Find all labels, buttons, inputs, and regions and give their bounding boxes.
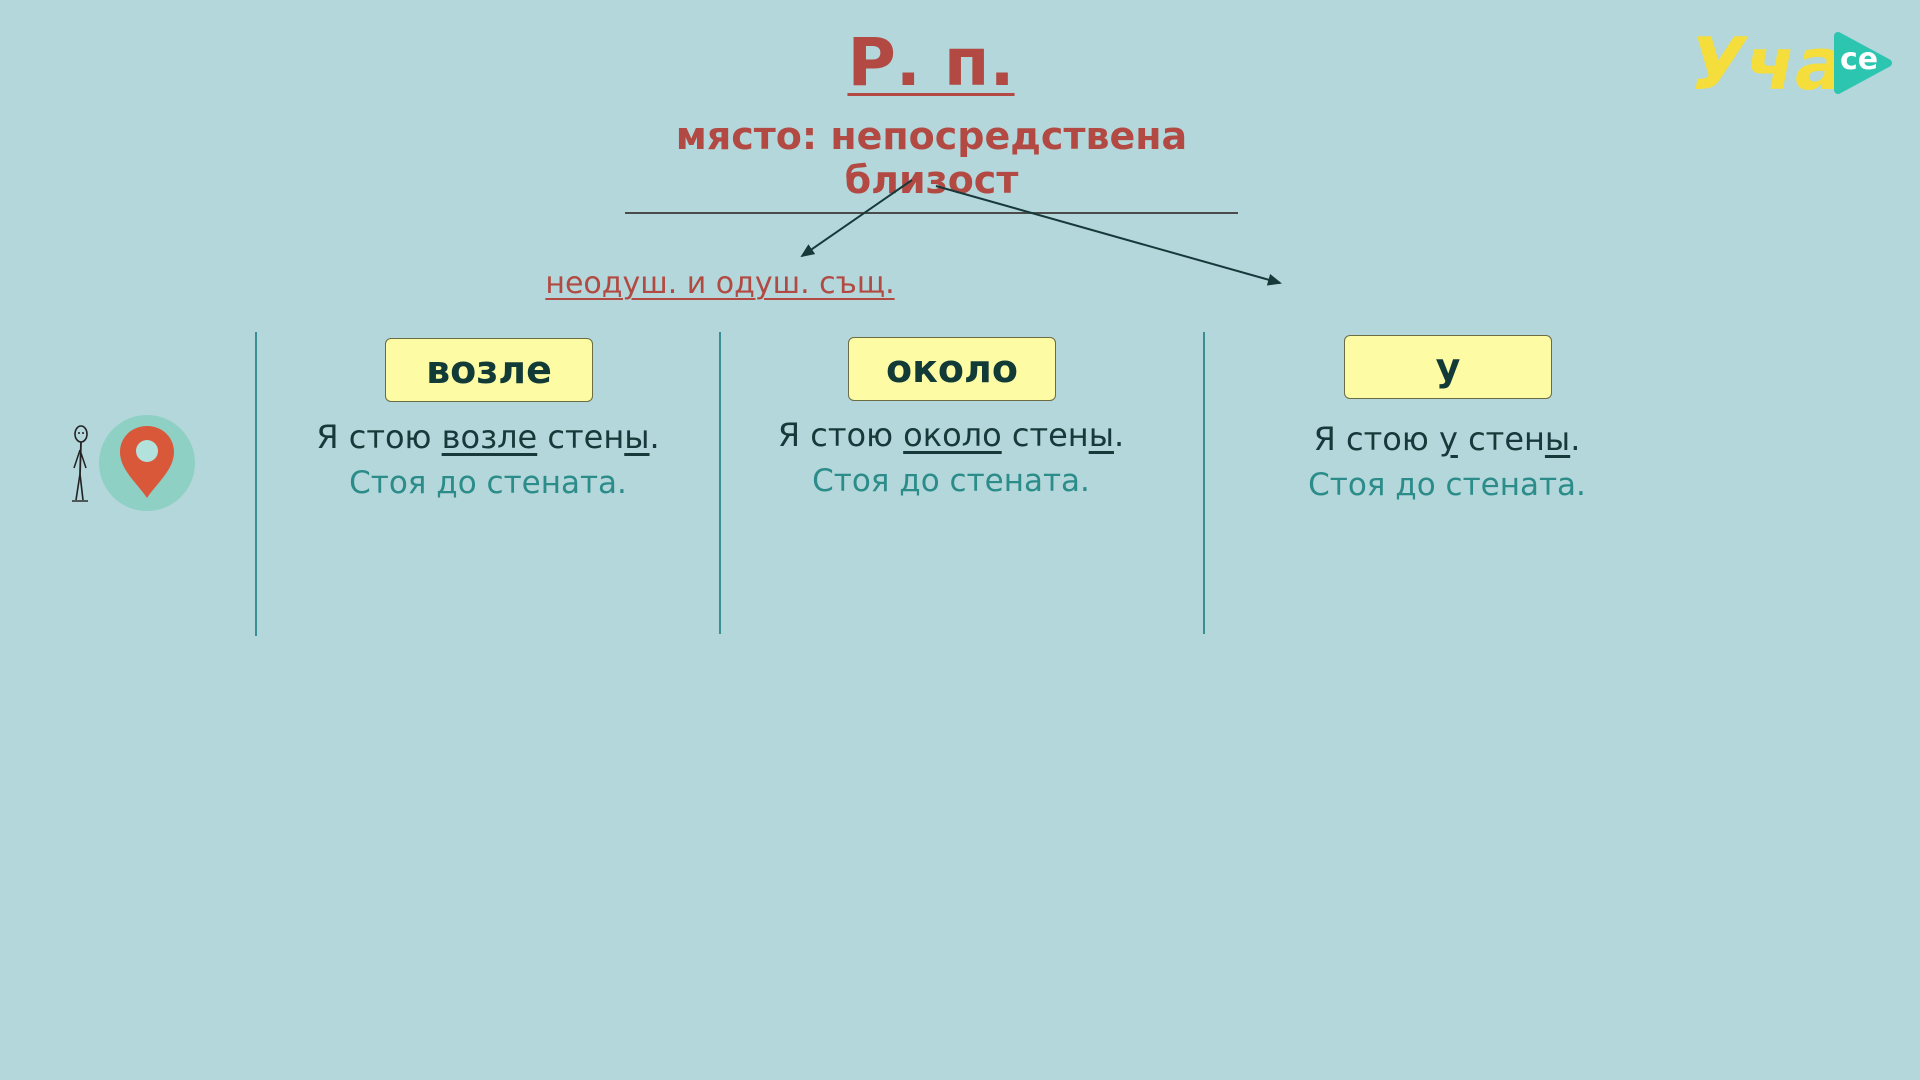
sentence-noun: стен [537,418,625,456]
column-divider [1203,332,1205,634]
preposition: у [1438,420,1458,458]
sentence-end: . [649,418,660,456]
sentence-start: Я стою [316,418,442,456]
example-sentence: Я стою у стены. [1217,420,1677,458]
sentence-start: Я стою [1313,420,1439,458]
branch-label: неодуш. и одуш. същ. [545,266,895,301]
noun-ending: ы [1088,416,1114,454]
brand-logo: Уча се [1690,22,1892,106]
sentence-noun: стен [1001,416,1089,454]
translation: Стоя до стената. [349,465,627,501]
translation: Стоя до стената. [1308,467,1586,503]
page-subtitle: място: непосредствена близост [625,114,1238,214]
play-badge-icon [1834,32,1892,94]
sentence-noun: стен [1457,420,1545,458]
word-box-okolo: около [848,337,1056,401]
noun-ending: ы [1544,420,1571,458]
logo-text: Уча [1690,22,1844,106]
page-title: Р. п. [847,24,1015,101]
noun-ending: ы [624,418,650,456]
example-sentence: Я стою возле стены. [258,418,718,456]
column-divider [255,332,257,636]
preposition: возле [441,418,538,456]
sentence-start: Я стою [777,416,904,454]
word-box-vozle: возле [385,338,593,402]
location-pin-icon [99,415,195,511]
preposition: около [903,416,1002,454]
arrow-left [800,179,913,258]
sentence-end: . [1113,416,1125,454]
example-sentence: Я стою около стены. [721,416,1181,454]
stick-figure-icon [72,425,88,502]
logo-badge-text: се [1840,42,1879,77]
column-divider [719,332,721,634]
arrow-right [935,185,1282,286]
translation: Стоя до стената. [812,463,1090,499]
word-box-u: у [1344,335,1552,399]
sentence-end: . [1570,420,1581,458]
